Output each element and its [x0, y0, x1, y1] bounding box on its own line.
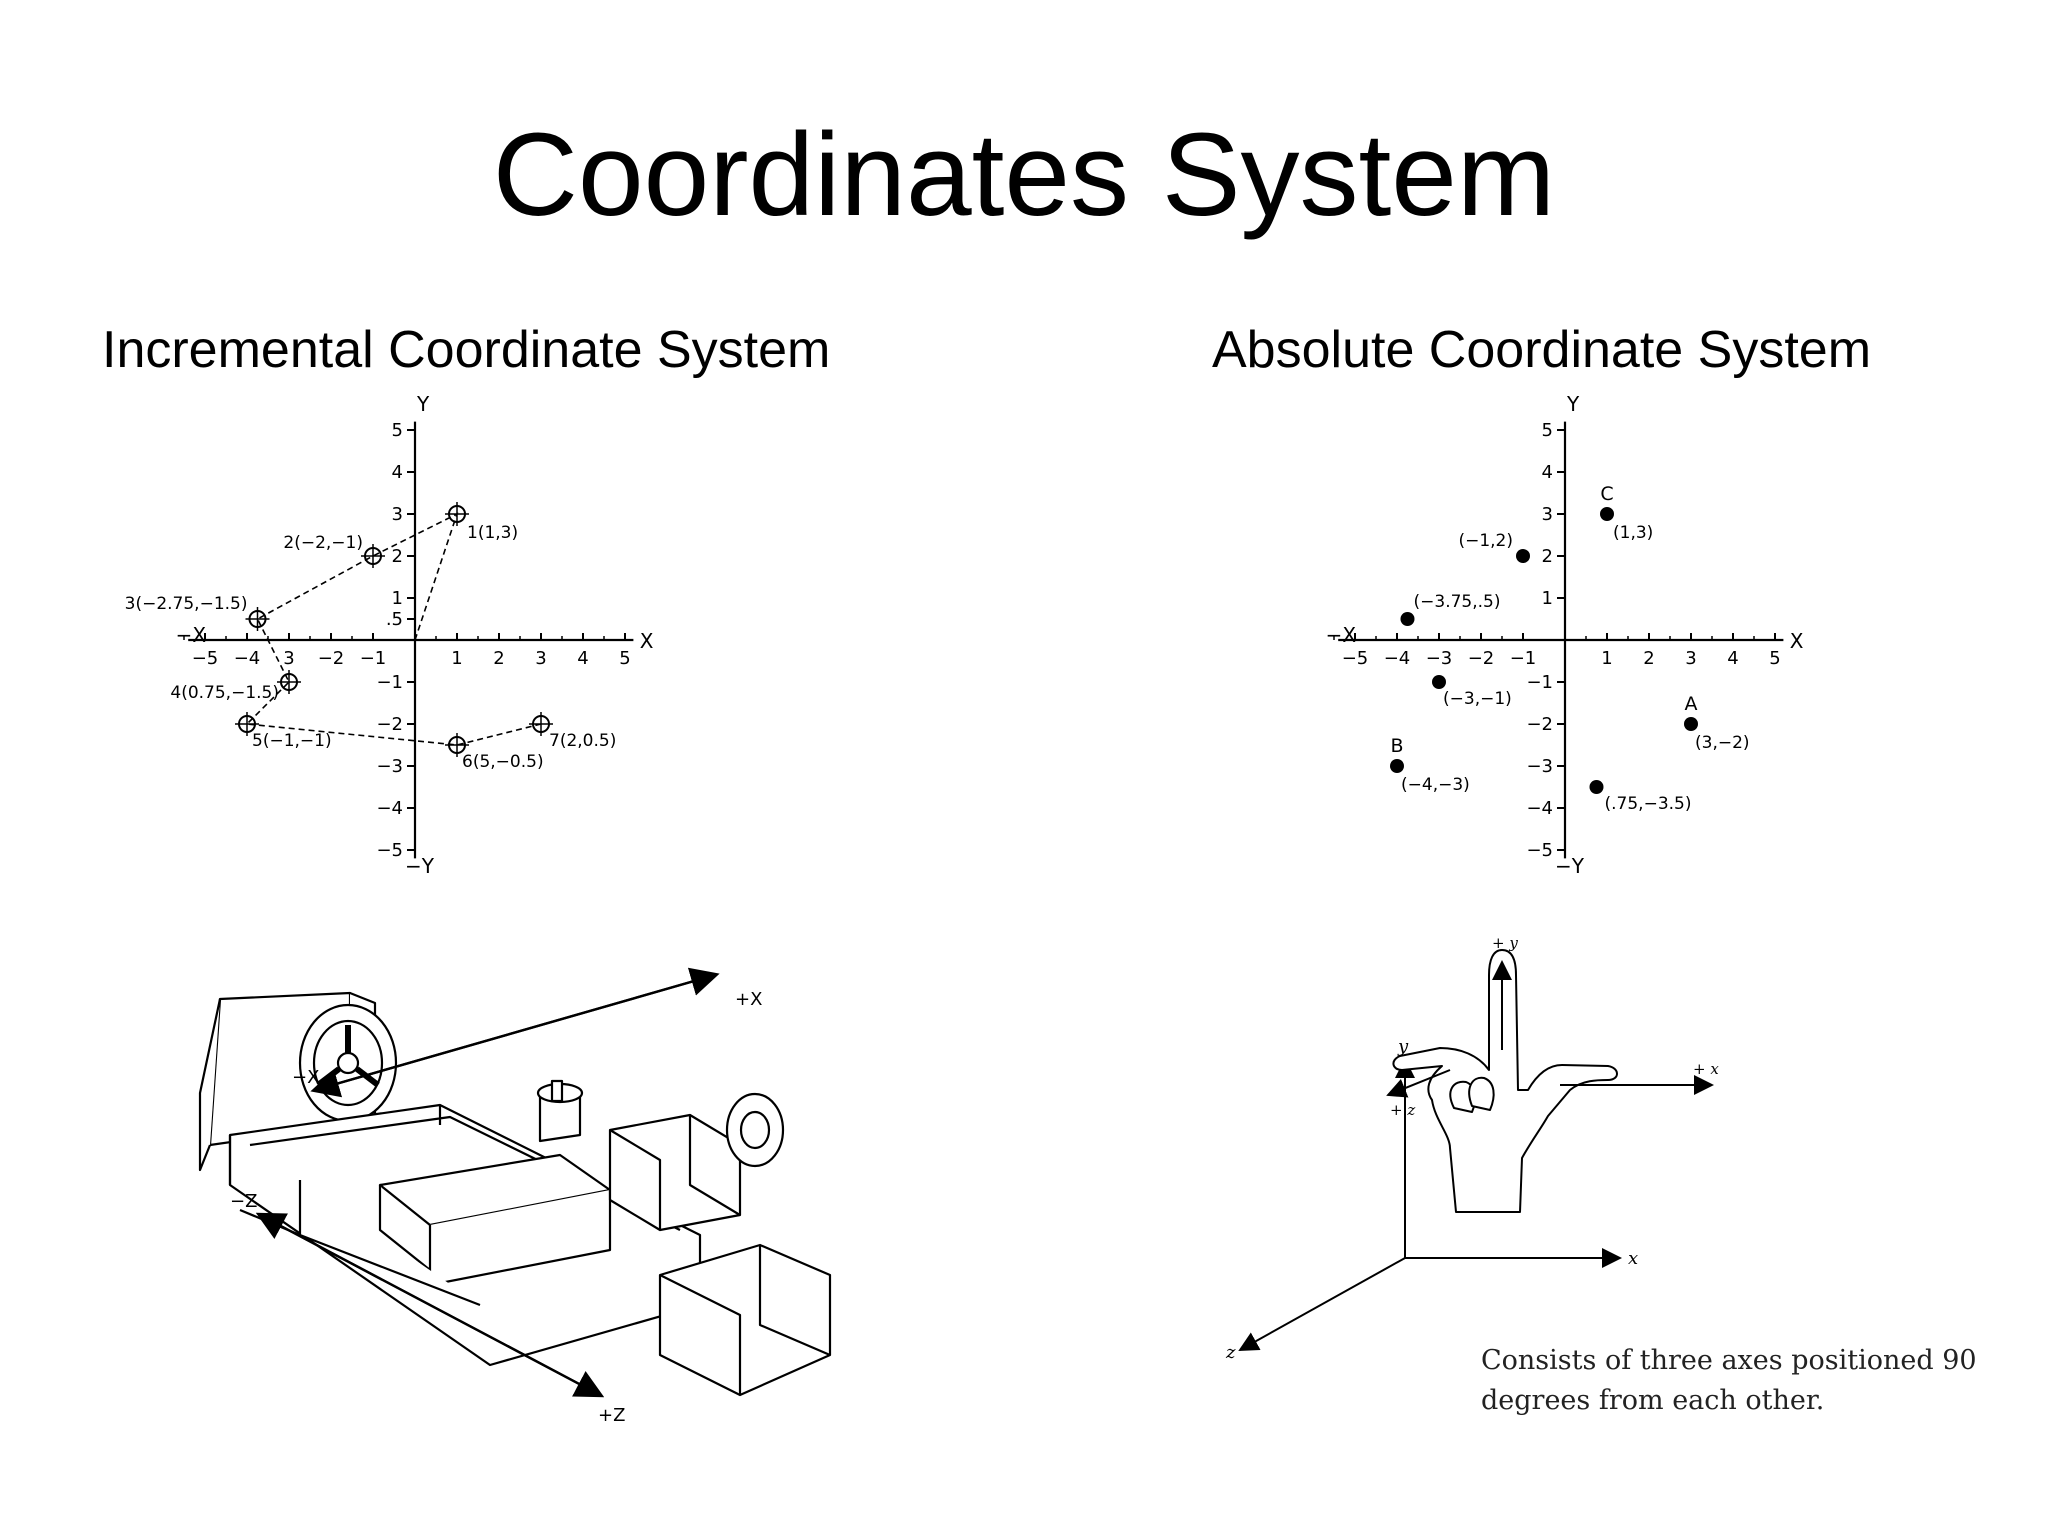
y-tick-label: −4 — [1526, 798, 1553, 819]
x-tick-label: −4 — [234, 648, 261, 669]
point-label: 7(2,0.5) — [549, 731, 616, 751]
hand-label-z: + z — [1390, 1101, 1415, 1119]
x-tick-label: −3 — [1426, 648, 1453, 669]
y-tick-label: 2 — [392, 546, 403, 567]
y-tick-label: −1 — [1526, 672, 1553, 693]
y-axis-label: Y — [416, 392, 430, 416]
y-tick-label: 4 — [392, 462, 403, 483]
point-label: (.75,−3.5) — [1605, 794, 1692, 814]
y-tick-label: .5 — [386, 609, 403, 630]
x-axis-label: X — [640, 629, 654, 653]
neg-y-axis-label: −Y — [1555, 854, 1585, 878]
x-tick-label: 5 — [619, 648, 630, 669]
y-tick-label: −2 — [1526, 714, 1553, 735]
axis-label-z: z — [1225, 1342, 1236, 1363]
axis-label-y: y — [1397, 1036, 1409, 1057]
x-tick-label: −4 — [1384, 648, 1411, 669]
point-label: 3(−2.75,−1.5) — [125, 594, 248, 614]
x-tick-label: −2 — [1468, 648, 1495, 669]
point-label: (−4,−3) — [1401, 775, 1470, 795]
x-tick-label: −1 — [360, 648, 387, 669]
right-hand-rule-illustration: y x z + y + x + z — [1225, 934, 1719, 1363]
x-tick-label: 3 — [283, 648, 294, 669]
x-tick-label: 3 — [1685, 648, 1696, 669]
point-label: 2(−2,−1) — [283, 533, 363, 553]
x-tick-label: −2 — [318, 648, 345, 669]
point-label: (−1,2) — [1458, 531, 1513, 551]
point-dot — [1400, 612, 1415, 626]
absolute-heading: Absolute Coordinate System — [1212, 321, 1872, 379]
point-label: (−3.75,.5) — [1414, 592, 1501, 612]
lathe-tailstock — [608, 1113, 742, 1232]
point-letter: B — [1390, 735, 1403, 757]
point-dot — [1684, 717, 1698, 731]
lathe-label-z-pos: +Z — [598, 1405, 625, 1426]
y-tick-label: −5 — [376, 840, 403, 861]
y-tick-label: 5 — [1542, 420, 1553, 441]
point-letter: C — [1600, 483, 1613, 505]
lathe-label-x-pos: +X — [735, 989, 762, 1010]
neg-x-axis-label: −X — [1326, 623, 1357, 647]
point-dot — [1390, 759, 1404, 773]
x-tick-label: 5 — [1769, 648, 1780, 669]
y-tick-label: 4 — [1542, 462, 1553, 483]
lathe-illustration: +X −X +Z −Z — [198, 967, 832, 1426]
y-tick-label: −3 — [1526, 756, 1553, 777]
y-tick-label: −2 — [376, 714, 403, 735]
x-tick-label: 2 — [1643, 648, 1654, 669]
point-label: (−3,−1) — [1443, 689, 1512, 709]
point-label: 5(−1,−1) — [252, 731, 332, 751]
hand-label-x: + x — [1693, 1060, 1719, 1078]
y-tick-label: 3 — [1542, 504, 1553, 525]
point-label: 1(1,3) — [467, 523, 518, 543]
incremental-heading: Incremental Coordinate System — [102, 321, 831, 379]
absolute-graph: −5 −4 −3 −2 −1 1 2 3 4 5 5 4 3 2 1 −1 −2 −3 −4 −5 X −X Y −Y (1,… — [1326, 392, 1804, 878]
x-tick-label: −5 — [192, 648, 219, 669]
y-tick-label: −3 — [376, 756, 403, 777]
x-tick-label: −1 — [1510, 648, 1537, 669]
point-label: 6(5,−0.5) — [462, 752, 544, 772]
y-tick-label: 2 — [1542, 546, 1553, 567]
neg-x-axis-label: −X — [176, 623, 207, 647]
lathe-label-x-neg: −X — [292, 1067, 319, 1088]
slide-title: Coordinates System — [492, 109, 1556, 241]
x-tick-label: 1 — [1601, 648, 1612, 669]
x-tick-label: 3 — [535, 648, 546, 669]
x-tick-label: 4 — [1727, 648, 1738, 669]
axis-label-x: x — [1628, 1248, 1638, 1269]
y-tick-label: 5 — [392, 420, 403, 441]
hand-drawing — [1392, 949, 1618, 1213]
x-tick-label: −5 — [1342, 648, 1369, 669]
x-tick-label: 4 — [577, 648, 588, 669]
lathe-label-z-neg: −Z — [230, 1191, 257, 1212]
y-tick-label: −1 — [376, 672, 403, 693]
x-tick-label: 2 — [493, 648, 504, 669]
y-tick-label: 1 — [1542, 588, 1553, 609]
y-tick-label: 1 — [392, 588, 403, 609]
point-label: 4(0.75,−1.5) — [170, 683, 279, 703]
point-dot — [1432, 675, 1446, 689]
x-tick-label: 1 — [451, 648, 462, 669]
neg-y-axis-label: −Y — [405, 854, 435, 878]
point-dot — [1589, 780, 1604, 794]
x-axis-label: X — [1790, 629, 1804, 653]
y-tick-label: −5 — [1526, 840, 1553, 861]
point-label: (3,−2) — [1695, 733, 1750, 753]
tool-path-line — [245, 512, 542, 746]
hand-rule-caption: Consists of three axes positioned 90 deg… — [1481, 1345, 1977, 1416]
point-dot — [1600, 507, 1614, 521]
point-label: (1,3) — [1613, 523, 1653, 543]
point-dot — [1516, 549, 1530, 563]
point-letter: A — [1685, 693, 1698, 715]
y-axis-label: Y — [1566, 392, 1580, 416]
y-tick-label: −4 — [376, 798, 403, 819]
y-tick-label: 3 — [392, 504, 403, 525]
hand-label-y: + y — [1492, 934, 1518, 952]
